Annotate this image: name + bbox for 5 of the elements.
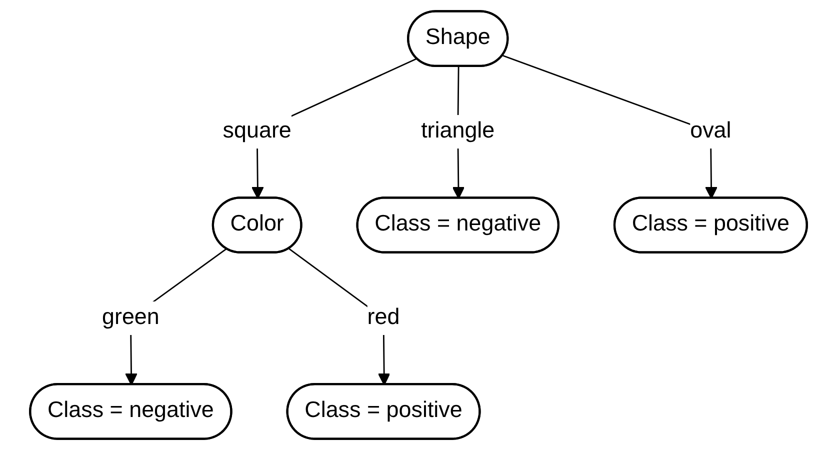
edge-label: square — [222, 119, 292, 143]
edge-label: green — [102, 306, 160, 330]
edge-label: red — [367, 306, 400, 330]
edge-label: triangle — [421, 119, 495, 143]
edge-label: oval — [690, 119, 732, 143]
